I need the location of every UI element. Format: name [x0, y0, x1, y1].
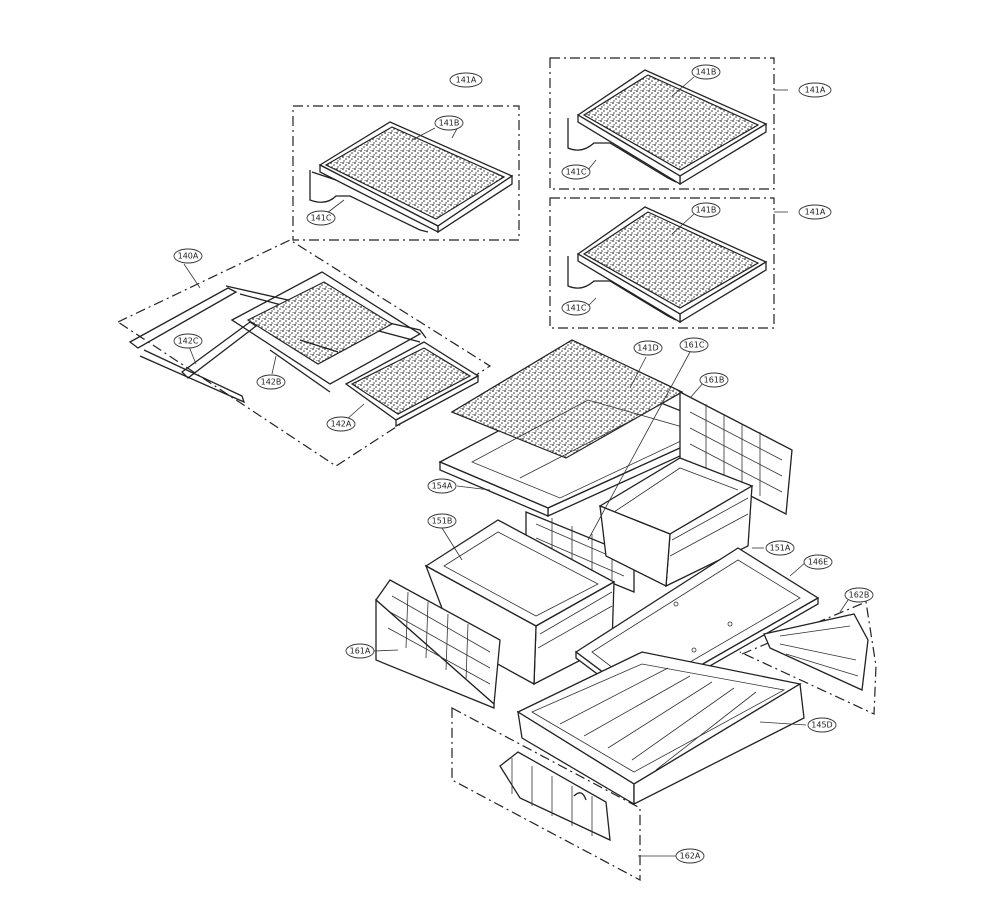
shelf-assembly-141a-right-1 [549, 57, 775, 190]
label-141a-top: 141A [449, 72, 483, 88]
label-141a-right-2: 141A [798, 204, 832, 220]
label-141c-2: 141C [561, 164, 591, 180]
svg-text:141A: 141A [805, 208, 826, 217]
shelf-frame-141c-2 [567, 118, 677, 183]
label-141c-3: 141C [561, 300, 591, 316]
svg-text:142B: 142B [261, 378, 282, 387]
svg-text:161C: 161C [684, 341, 705, 350]
glass-shelf-141b-1 [318, 121, 514, 234]
divider-panel-161a [375, 579, 501, 709]
label-151b: 151B [427, 513, 457, 529]
part-labels: 141A 141B 141C 141B 141A 141C 141B 141A [173, 64, 874, 864]
svg-text:151A: 151A [770, 544, 791, 553]
slide-shelf-assembly-140a [116, 239, 492, 467]
label-151a: 151A [765, 540, 795, 556]
assembly-boundary-box [549, 57, 775, 190]
assembly-boundary-box [116, 239, 492, 467]
shelf-frame-141c-3 [567, 256, 677, 321]
bottom-bracket-162a [451, 707, 641, 881]
glass-panel-142a [344, 341, 480, 428]
label-141b-1: 141B [434, 115, 464, 131]
svg-text:141B: 141B [439, 119, 460, 128]
label-145d: 145D [807, 717, 837, 733]
svg-text:146E: 146E [808, 558, 828, 567]
svg-text:145D: 145D [811, 721, 832, 730]
svg-text:154A: 154A [432, 482, 453, 491]
svg-text:161B: 161B [704, 376, 725, 385]
svg-text:162B: 162B [849, 591, 870, 600]
svg-text:162A: 162A [680, 852, 701, 861]
label-154a: 154A [427, 478, 457, 494]
label-162a: 162A [675, 848, 705, 864]
label-162b: 162B [844, 587, 874, 603]
divider-panel-161b [679, 390, 793, 516]
glass-shelf-141b-3 [576, 206, 768, 324]
shelf-assembly-141a-right-2 [549, 197, 775, 329]
crisper-cover-frame-154a [438, 339, 726, 518]
svg-text:141B: 141B [696, 206, 717, 215]
label-141c-1: 141C [306, 210, 336, 226]
svg-text:141B: 141B [696, 68, 717, 77]
svg-text:142A: 142A [331, 420, 352, 429]
slide-frame-142b [230, 271, 422, 393]
label-141b-3: 141B [691, 202, 721, 218]
svg-text:142C: 142C [178, 337, 199, 346]
crisper-drawer-151b [424, 519, 616, 686]
label-161b: 161B [699, 372, 729, 388]
crisper-cover-assembly [438, 339, 726, 518]
label-146e: 146E [803, 554, 833, 570]
assembly-boundary-box [451, 707, 641, 881]
label-142a: 142A [326, 416, 356, 432]
label-141d: 141D [633, 340, 663, 356]
drawer-tray-145d [516, 651, 805, 806]
svg-text:141A: 141A [456, 76, 477, 85]
glass-shelf-141b-2 [576, 69, 768, 186]
side-rail-162b [739, 601, 877, 715]
label-142c: 142C [173, 333, 203, 349]
svg-text:141A: 141A [805, 86, 826, 95]
assembly-boundary-box [739, 601, 877, 715]
shelf-frame-141c-1 [309, 170, 429, 233]
label-140a: 140A [173, 248, 203, 264]
label-161c: 161C [679, 337, 709, 353]
label-161a: 161A [345, 643, 375, 659]
svg-text:151B: 151B [432, 517, 453, 526]
label-142b: 142B [256, 374, 286, 390]
svg-text:140A: 140A [178, 252, 199, 261]
svg-text:161A: 161A [350, 647, 371, 656]
label-141b-2: 141B [691, 64, 721, 80]
label-141a-right-1: 141A [798, 82, 832, 98]
crisper-drawer-151a [598, 457, 754, 588]
svg-text:141D: 141D [637, 344, 658, 353]
assembly-boundary-box [549, 197, 775, 329]
svg-text:141C: 141C [311, 214, 332, 223]
svg-text:141C: 141C [566, 168, 587, 177]
svg-text:141C: 141C [566, 304, 587, 313]
shelf-assembly-141a-top [292, 105, 520, 241]
